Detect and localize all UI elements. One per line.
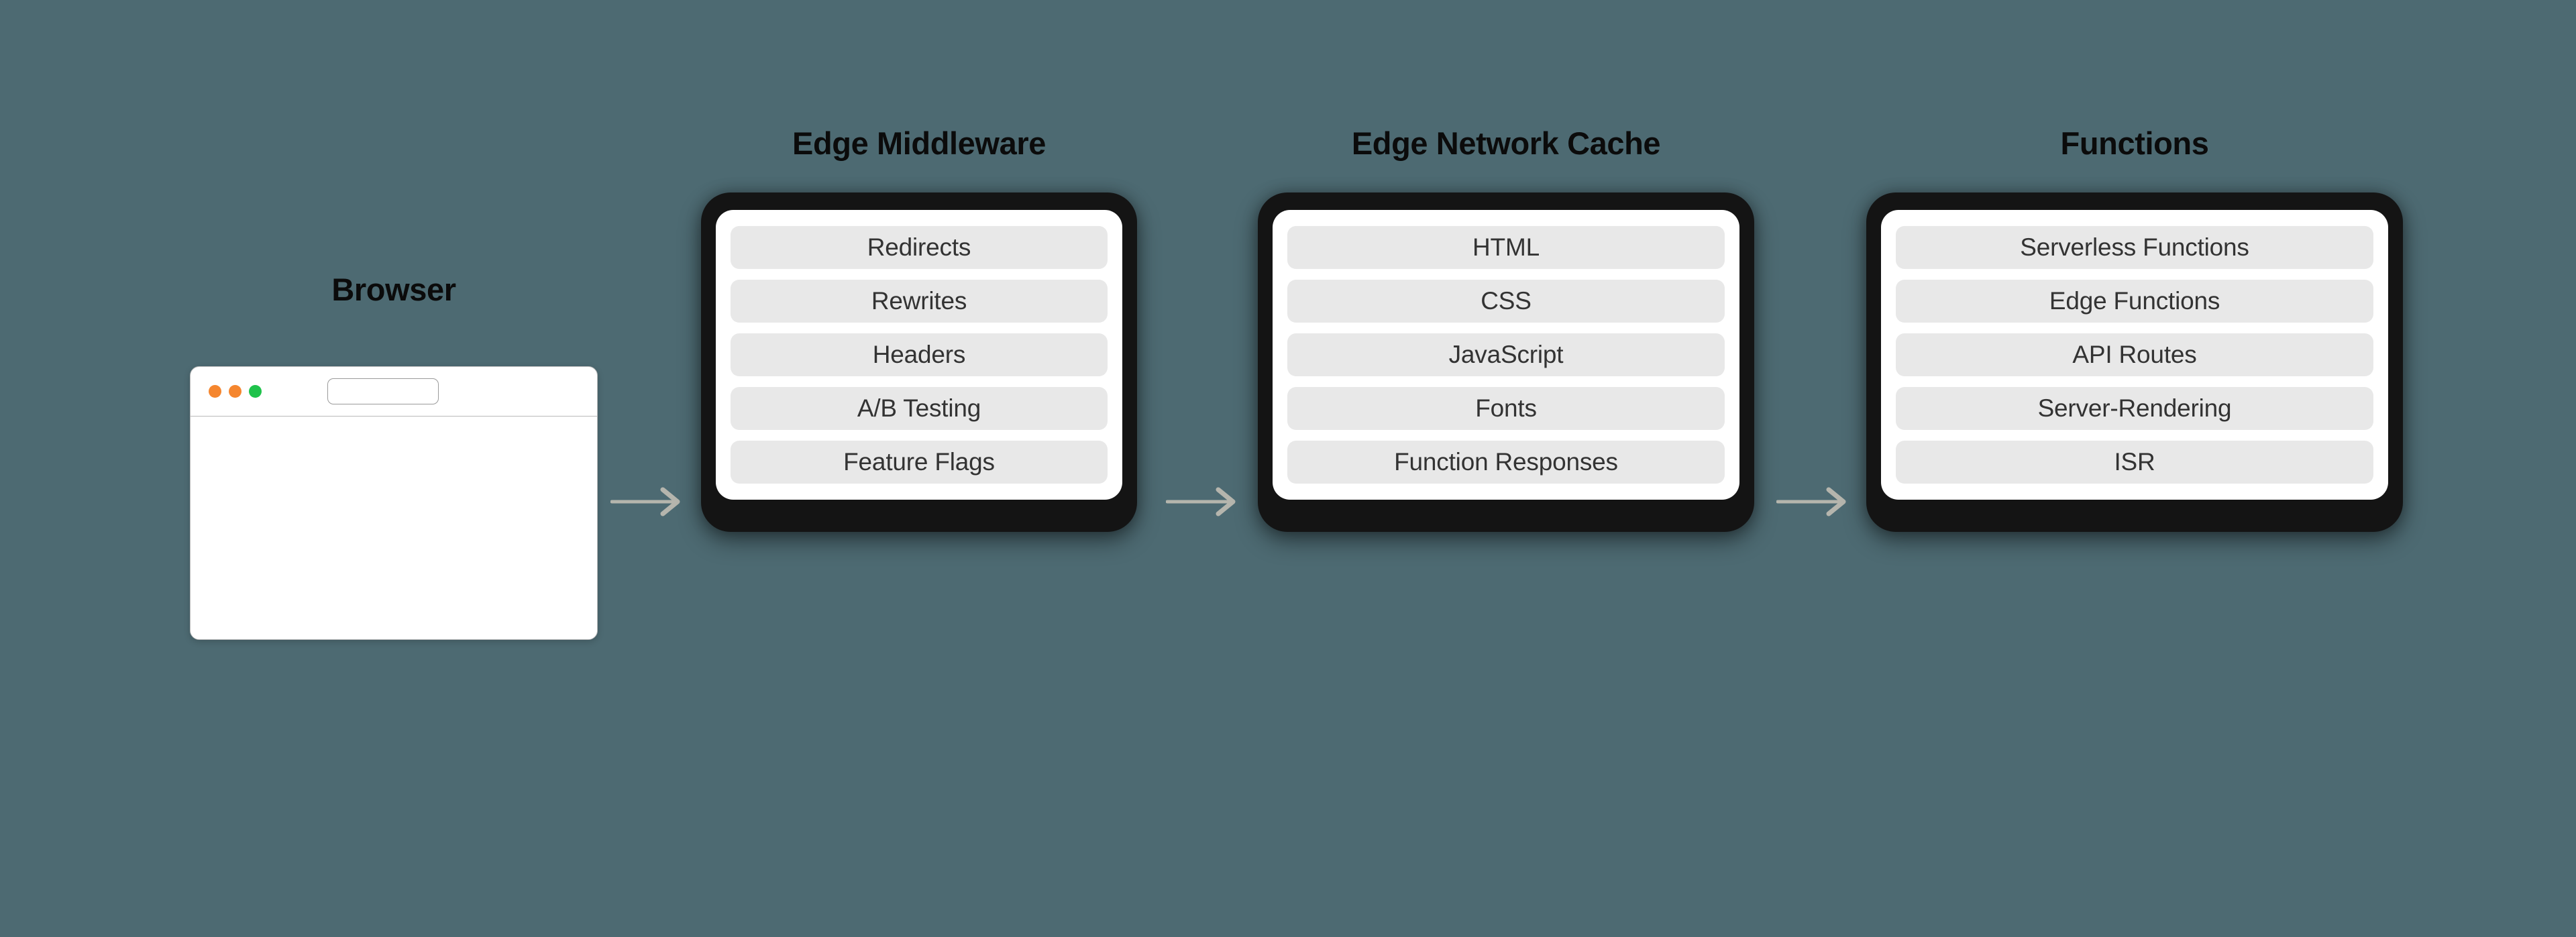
list-item[interactable]: Redirects xyxy=(731,226,1108,269)
arrow-cache-to-functions-icon xyxy=(1776,484,1851,519)
list-item[interactable]: Fonts xyxy=(1287,387,1725,430)
list-item[interactable]: Edge Functions xyxy=(1896,280,2373,323)
arrow-browser-to-middleware-icon xyxy=(610,484,686,519)
browser-url-input[interactable] xyxy=(327,378,439,404)
edge-network-cache-card-frame: HTML CSS JavaScript Fonts Function Respo… xyxy=(1258,192,1754,532)
edge-network-cache-card: HTML CSS JavaScript Fonts Function Respo… xyxy=(1273,210,1739,500)
functions-card-frame: Serverless Functions Edge Functions API … xyxy=(1866,192,2403,532)
list-item[interactable]: Serverless Functions xyxy=(1896,226,2373,269)
list-item[interactable]: Rewrites xyxy=(731,280,1108,323)
traffic-lights-group xyxy=(209,385,262,398)
list-item[interactable]: ISR xyxy=(1896,441,2373,484)
browser-toolbar xyxy=(191,367,597,417)
list-item[interactable]: HTML xyxy=(1287,226,1725,269)
list-item[interactable]: API Routes xyxy=(1896,333,2373,376)
list-item[interactable]: A/B Testing xyxy=(731,387,1108,430)
arrow-middleware-to-cache-icon xyxy=(1166,484,1241,519)
functions-column: Functions Serverless Functions Edge Func… xyxy=(1866,127,2403,532)
traffic-light-close-icon[interactable] xyxy=(209,385,221,398)
functions-card: Serverless Functions Edge Functions API … xyxy=(1881,210,2388,500)
browser-window-mock xyxy=(190,366,598,640)
functions-title: Functions xyxy=(2060,125,2209,161)
traffic-light-zoom-icon[interactable] xyxy=(249,385,262,398)
browser-viewport xyxy=(191,417,597,639)
edge-network-cache-title: Edge Network Cache xyxy=(1351,125,1661,161)
edge-middleware-title: Edge Middleware xyxy=(792,125,1046,161)
browser-column: Browser xyxy=(190,274,598,640)
list-item[interactable]: Feature Flags xyxy=(731,441,1108,484)
edge-middleware-card-frame: Redirects Rewrites Headers A/B Testing F… xyxy=(701,192,1137,532)
edge-middleware-column: Edge Middleware Redirects Rewrites Heade… xyxy=(701,127,1137,532)
list-item[interactable]: JavaScript xyxy=(1287,333,1725,376)
list-item[interactable]: Server-Rendering xyxy=(1896,387,2373,430)
list-item[interactable]: CSS xyxy=(1287,280,1725,323)
edge-middleware-card: Redirects Rewrites Headers A/B Testing F… xyxy=(716,210,1122,500)
edge-network-cache-column: Edge Network Cache HTML CSS JavaScript F… xyxy=(1258,127,1754,532)
traffic-light-minimize-icon[interactable] xyxy=(229,385,241,398)
browser-title: Browser xyxy=(331,272,456,307)
list-item[interactable]: Function Responses xyxy=(1287,441,1725,484)
list-item[interactable]: Headers xyxy=(731,333,1108,376)
